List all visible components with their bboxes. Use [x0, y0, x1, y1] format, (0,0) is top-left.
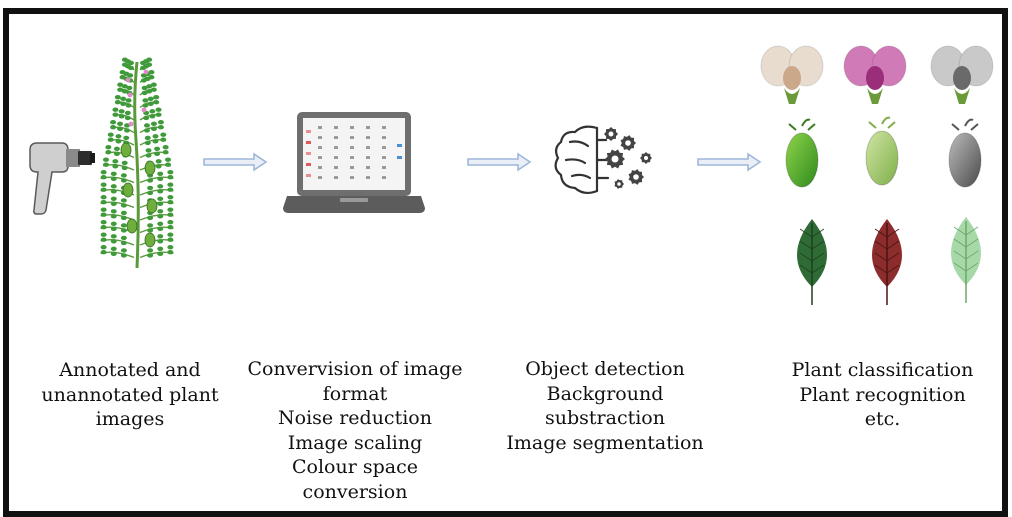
- caption-line: etc.: [864, 408, 901, 430]
- stage-caption-analysis: Object detection Background substraction…: [495, 357, 715, 455]
- caption-line: Noise reduction: [278, 407, 432, 429]
- caption-line: Plant classification: [791, 359, 974, 381]
- laptop-icon: [283, 112, 425, 213]
- diagram-frame: [3, 8, 1008, 517]
- caption-line: Colour space: [292, 456, 418, 478]
- caption-line: images: [95, 408, 165, 430]
- caption-line: format: [322, 382, 388, 405]
- caption-line: unannotated plant: [41, 383, 219, 406]
- brain-gears-icon: [554, 125, 652, 195]
- stage-caption-outcome: Plant classification Plant recognition e…: [770, 358, 995, 432]
- camera-icon: [29, 142, 95, 215]
- caption-line: Image segmentation: [506, 431, 704, 454]
- caption-line: Convervision of image: [247, 358, 463, 380]
- arrow-icon: [467, 152, 532, 172]
- caption-line: Object detection: [525, 358, 685, 380]
- caption-line: Background: [546, 382, 664, 405]
- caption-line: conversion: [302, 480, 408, 503]
- arrow-icon: [203, 152, 268, 172]
- stage-caption-acquisition: Annotated and unannotated plant images: [30, 358, 230, 432]
- caption-line: Image scaling: [287, 431, 423, 454]
- caption-line: Annotated and: [59, 359, 201, 381]
- caption-line: Plant recognition: [799, 383, 966, 406]
- arrow-icon: [697, 152, 762, 172]
- stage-caption-preprocessing: Convervision of image format Noise reduc…: [240, 357, 470, 504]
- caption-line: substraction: [545, 407, 665, 429]
- chickpea-plant-icon: [100, 57, 174, 269]
